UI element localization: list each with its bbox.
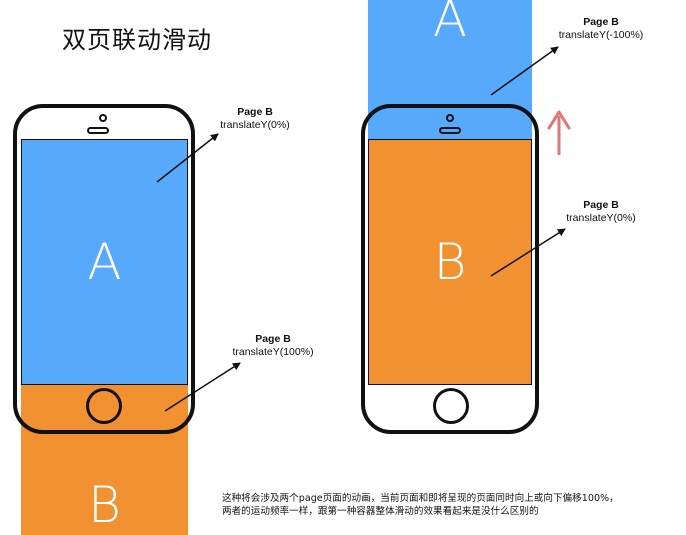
label-left-bottom: Page B translateY(100%) [220,333,326,359]
label-left-bottom-value: translateY(100%) [232,346,314,358]
right-phone-frame [361,104,539,434]
label-right-middle: Page B translateY(0%) [556,199,646,225]
label-left-bottom-name: Page B [255,333,291,345]
arrow-left-top [156,133,219,183]
arrow-right-top [490,46,559,96]
label-right-top-value: translateY(-100%) [558,29,644,41]
right-page-b: B [368,139,532,384]
caption-text: 这种将会涉及两个page页面的动画，当前页面和即将呈现的页面同时向上或向下偏移1… [222,492,682,518]
left-phone-home-button [86,388,122,424]
left-page-a-letter: A [87,232,122,291]
caption-line-1: 这种将会涉及两个page页面的动画，当前页面和即将呈现的页面同时向上或向下偏移1… [222,493,619,504]
left-phone-frame [13,104,195,434]
label-left-top-name: Page B [237,106,273,118]
right-page-a-letter: A [432,0,468,48]
label-right-middle-name: Page B [583,199,619,211]
left-page-b-letter: B [88,476,121,534]
arrow-right-middle [490,228,566,277]
page-title: 双页联动滑动 [62,26,212,54]
label-right-middle-value: translateY(0%) [566,212,636,224]
caption-line-2: 两者的运动频率一样，跟第一种容器整体滑动的效果看起来是没什么区别的 [222,506,539,517]
left-phone-camera [99,114,107,122]
label-right-top-name: Page B [583,16,619,28]
right-phone-camera [446,114,454,122]
arrow-left-bottom [164,362,241,412]
left-phone-speaker [87,127,109,134]
right-phone-speaker [439,127,461,134]
label-right-top: Page B translateY(-100%) [546,16,656,42]
label-left-top-value: translateY(0%) [220,119,290,131]
right-page-b-letter: B [433,232,467,291]
label-left-top: Page B translateY(0%) [210,106,300,132]
right-phone-home-button [433,388,469,424]
up-arrow-icon [547,110,571,155]
